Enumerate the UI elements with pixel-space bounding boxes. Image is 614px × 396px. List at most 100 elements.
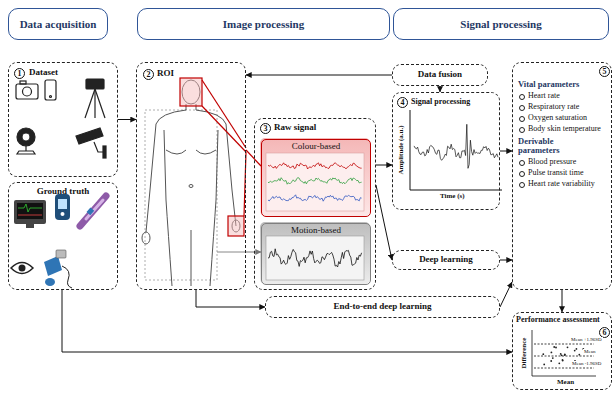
roi-markers-part (180, 78, 202, 106)
callout-number: 1 (14, 68, 25, 79)
colour-panel-part (266, 153, 364, 211)
tripod-icon-part (94, 89, 95, 118)
callout-number: 2 (143, 69, 154, 80)
process-box: Deep learning (392, 250, 500, 270)
list-heading: Derivable parameters (518, 137, 597, 156)
list-item: Respiratory rate (528, 103, 608, 112)
data-point (564, 354, 566, 356)
node-text: ROI (157, 69, 174, 79)
node-text: Dataset (29, 68, 58, 78)
data-point (574, 350, 576, 352)
tripod-icon-part (85, 89, 95, 118)
data-point (564, 354, 566, 356)
section-header: Image processing (137, 8, 390, 40)
data-point (542, 353, 544, 355)
webcam-icon (17, 128, 35, 154)
callout-number: 3 (260, 123, 271, 134)
node-text: End-to-end deep learning (266, 302, 499, 312)
human-body (142, 80, 240, 286)
connector-arrow (500, 151, 512, 152)
connector-arrow (118, 119, 136, 120)
connector-arrow (196, 290, 265, 307)
human-body-part (146, 104, 236, 232)
data-point (562, 359, 564, 361)
list-heading: Vital parameters (518, 80, 597, 89)
data-point (551, 352, 553, 354)
node-text: Performance assessment (516, 316, 600, 325)
axis-label: Amplitude (a.u.) (398, 125, 405, 174)
monitor-icon-part (14, 200, 46, 224)
node-text: Data fusion (393, 70, 487, 80)
blood-pressure-icon-part (44, 256, 62, 276)
node-text: Motion-based (262, 226, 370, 236)
callout-number: 5 (599, 66, 610, 77)
human-body-part (166, 150, 216, 154)
section-header: Signal processing (393, 8, 609, 40)
human-body-part (164, 130, 218, 286)
cctv-icon-part (103, 146, 106, 158)
camera-icon-part (23, 87, 32, 96)
phone-icon-part (50, 96, 52, 98)
monitor-icon-part (26, 224, 34, 228)
blood-pressure-icon-part (45, 278, 55, 286)
node-text: Ground truth (9, 187, 117, 197)
roi-markers-part (202, 80, 246, 148)
section-header: Data acquisition (8, 8, 108, 40)
roi-box: 2ROI (136, 62, 246, 290)
blood-pressure-icon-part (56, 250, 66, 258)
cctv-icon (76, 128, 106, 158)
human-body-part (189, 185, 193, 188)
camera-icon-part (16, 84, 38, 99)
list-item: Heart rate (528, 92, 608, 101)
data-point (560, 353, 562, 355)
process-box: End-to-end deep learning (265, 296, 500, 318)
list-item: Blood pressure (528, 158, 608, 167)
connector-arrow (62, 290, 512, 352)
axis-label: Mean (557, 379, 574, 386)
data-point (576, 348, 578, 350)
motion-wave (268, 249, 362, 267)
green-channel-wave (268, 178, 362, 185)
eye-icon-part (11, 263, 33, 274)
list-item: Heart rate variability (528, 180, 608, 189)
dataset-box: 1 Dataset (8, 62, 118, 177)
signal-plot-axes-part (410, 110, 502, 190)
colour-panel-part (260, 138, 370, 216)
oximeter-icon-part (61, 212, 65, 216)
processed-wave (414, 124, 498, 168)
node-text: Signal processing (411, 98, 470, 107)
signal-plot-axes (410, 110, 502, 190)
connector-arrow (500, 282, 512, 307)
roi-markers (180, 78, 246, 236)
monitor-icon (14, 200, 46, 228)
data-point (550, 360, 552, 362)
data-point (562, 360, 564, 362)
colour-panel (260, 138, 370, 216)
motion-based-box: Motion-based (261, 223, 371, 285)
plot-annotation: Mean +1.96SD (570, 337, 603, 342)
motion-leader (217, 252, 246, 253)
callout-number: 4 (397, 97, 408, 108)
connector-arrow (376, 185, 392, 260)
list-item: Pulse transit time (528, 169, 608, 178)
list-item: Body skin temperature (528, 125, 608, 134)
thermometer-icon-part (87, 207, 95, 215)
colour-based-box: Colour-based (261, 139, 371, 217)
plot-annotation: Mean -1.96SD (571, 361, 602, 366)
motion-panel-part (260, 222, 370, 284)
oximeter-icon-part (58, 199, 67, 209)
monitor-icon-part (18, 204, 42, 212)
data-point (555, 347, 557, 349)
monitor-icon-part (17, 203, 43, 219)
oximeter-icon (55, 194, 70, 220)
node-text: Raw signal (274, 123, 316, 133)
bland-altman-axes-part (534, 368, 594, 369)
roi-region (145, 110, 217, 280)
webcam-icon-part (17, 146, 35, 154)
process-box: Data fusion (392, 64, 488, 86)
tripod-icon-part (95, 89, 105, 118)
node-text: Deep learning (393, 255, 499, 265)
